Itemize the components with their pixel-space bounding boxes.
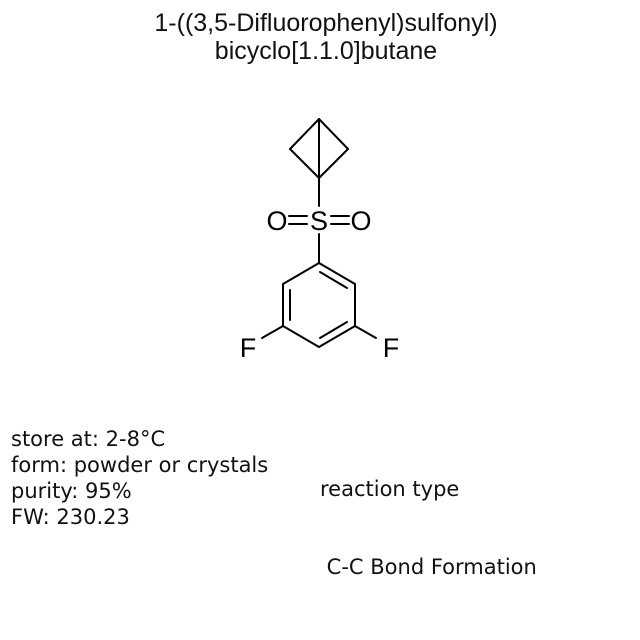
oxygen-atom-left: O — [266, 206, 287, 236]
benzene-ring — [282, 262, 356, 348]
formula-weight: FW: 230.23 — [11, 505, 130, 529]
c-f-bond-right — [354, 325, 377, 339]
compound-title: 1-((3,5-Difluorophenyl)sulfonyl) bicyclo… — [0, 9, 640, 65]
reaction-type-value: C-C Bond Formation — [320, 555, 537, 579]
fluorine-atom-right: F — [383, 333, 400, 363]
fluorine-atom-left: F — [240, 333, 257, 363]
compound-name-line-1: 1-((3,5-Difluorophenyl)sulfonyl) — [154, 9, 498, 37]
bicyclobutane-ring — [289, 118, 349, 179]
c-f-bond-left — [261, 325, 284, 339]
sulfur-atom: S — [310, 206, 328, 236]
purity: purity: 95% — [11, 479, 132, 503]
properties-panel: store at: 2-8°C form: powder or crystals… — [11, 426, 268, 530]
storage-temperature: store at: 2-8°C — [11, 427, 166, 451]
reaction-panel: reaction type C-C Bond Formation — [320, 424, 537, 606]
s-o-double-bond-left — [288, 215, 308, 225]
oxygen-atom-right: O — [350, 206, 371, 236]
s-o-double-bond-right — [330, 215, 350, 225]
reaction-type-label: reaction type — [320, 477, 460, 501]
physical-form: form: powder or crystals — [11, 453, 269, 477]
compound-name-line-2: bicyclo[1.1.0]butane — [214, 37, 438, 65]
